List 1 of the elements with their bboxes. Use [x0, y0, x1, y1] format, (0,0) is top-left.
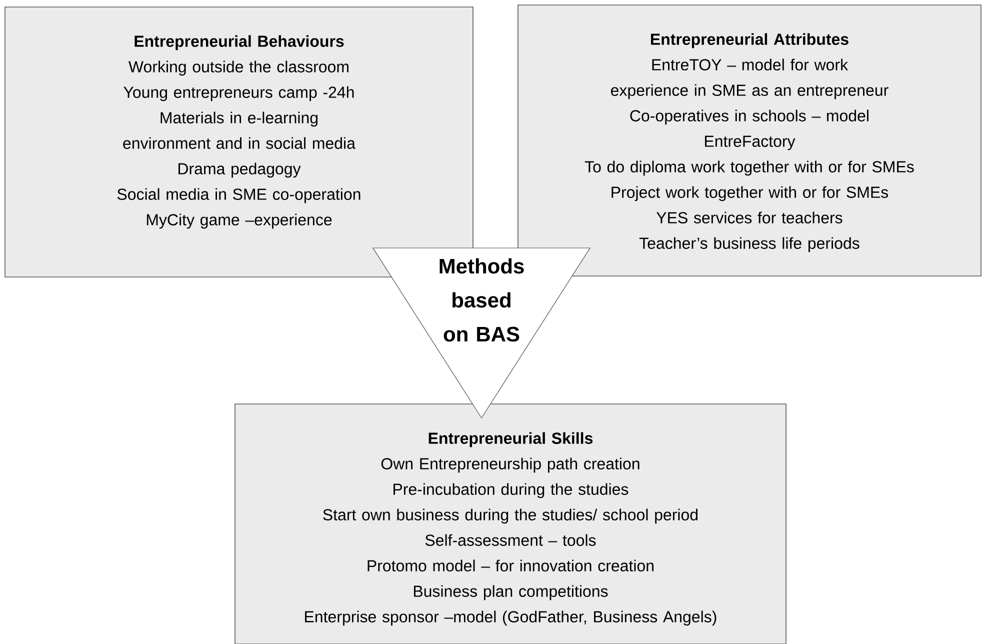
text-box: Entrepreneurial Skills Own Entrepreneurship path creation Pre-incubation during the studies Start own business during the studies/ school period Self-assessment – tools Protomo model – for innovation creation Business plan competitions Enterprise sponsor –model (GodFather, Business Angels): [234, 404, 786, 644]
